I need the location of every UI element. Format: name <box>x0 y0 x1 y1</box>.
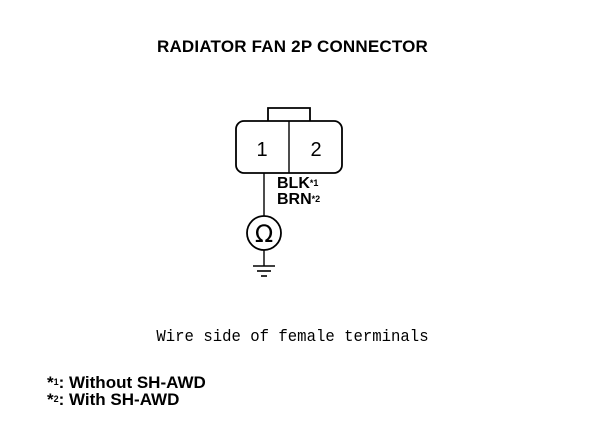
connector-lock-tab <box>267 107 311 122</box>
footnote-1: *1: Without SH-AWD <box>47 373 206 392</box>
pin-2-label: 2 <box>310 139 321 161</box>
pin-1-label: 1 <box>256 139 267 161</box>
diagram-title: RADIATOR FAN 2P CONNECTOR <box>156 37 429 56</box>
ohm-symbol: Ω <box>255 220 273 248</box>
wire-color-brn: BRN*2 <box>277 191 321 208</box>
ground-icon <box>253 265 275 277</box>
footnote-2: *2: With SH-AWD <box>47 390 180 409</box>
wire-color-blk: BLK*1 <box>277 175 319 192</box>
view-caption: Wire side of female terminals <box>156 328 429 347</box>
